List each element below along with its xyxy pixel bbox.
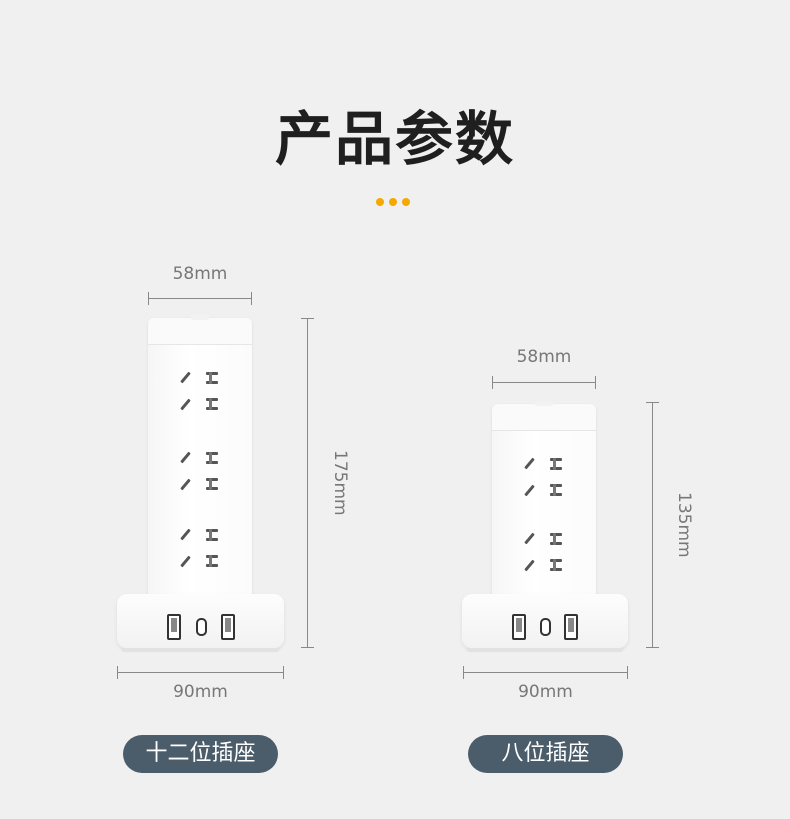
product-name-badge: 八位插座 xyxy=(468,735,623,773)
tower-cap xyxy=(492,401,596,431)
usb-a-port xyxy=(512,614,526,640)
usb-a-port xyxy=(167,614,181,640)
product-name-badge: 十二位插座 xyxy=(123,735,278,773)
page-title: 产品参数 xyxy=(274,105,515,173)
base-width-line xyxy=(117,666,284,679)
base-width-line xyxy=(463,666,628,679)
socket xyxy=(178,368,228,418)
top-width-line xyxy=(148,292,252,305)
socket xyxy=(178,525,228,575)
height-label: 135mm xyxy=(674,492,694,558)
height-line xyxy=(301,318,314,648)
tower-body xyxy=(148,315,252,602)
charging-base xyxy=(462,594,628,652)
dot xyxy=(389,198,397,206)
base-width-label: 90mm xyxy=(173,682,228,702)
socket xyxy=(522,529,572,579)
tower-body xyxy=(492,401,596,602)
height-line xyxy=(646,402,659,648)
height-label: 175mm xyxy=(330,450,350,516)
base-width-label: 90mm xyxy=(518,682,573,702)
dot xyxy=(402,198,410,206)
tower-cap xyxy=(148,315,252,345)
charging-base xyxy=(117,594,284,652)
top-width-label: 58mm xyxy=(516,347,572,367)
top-width-line xyxy=(492,376,596,389)
title-divider-dots xyxy=(376,198,416,208)
usb-a-port xyxy=(564,614,578,640)
usb-c-port xyxy=(540,618,551,636)
dot xyxy=(376,198,384,206)
usb-a-port xyxy=(221,614,235,640)
usb-c-port xyxy=(196,618,207,636)
top-width-label: 58mm xyxy=(172,264,228,284)
socket xyxy=(522,454,572,504)
socket xyxy=(178,448,228,498)
